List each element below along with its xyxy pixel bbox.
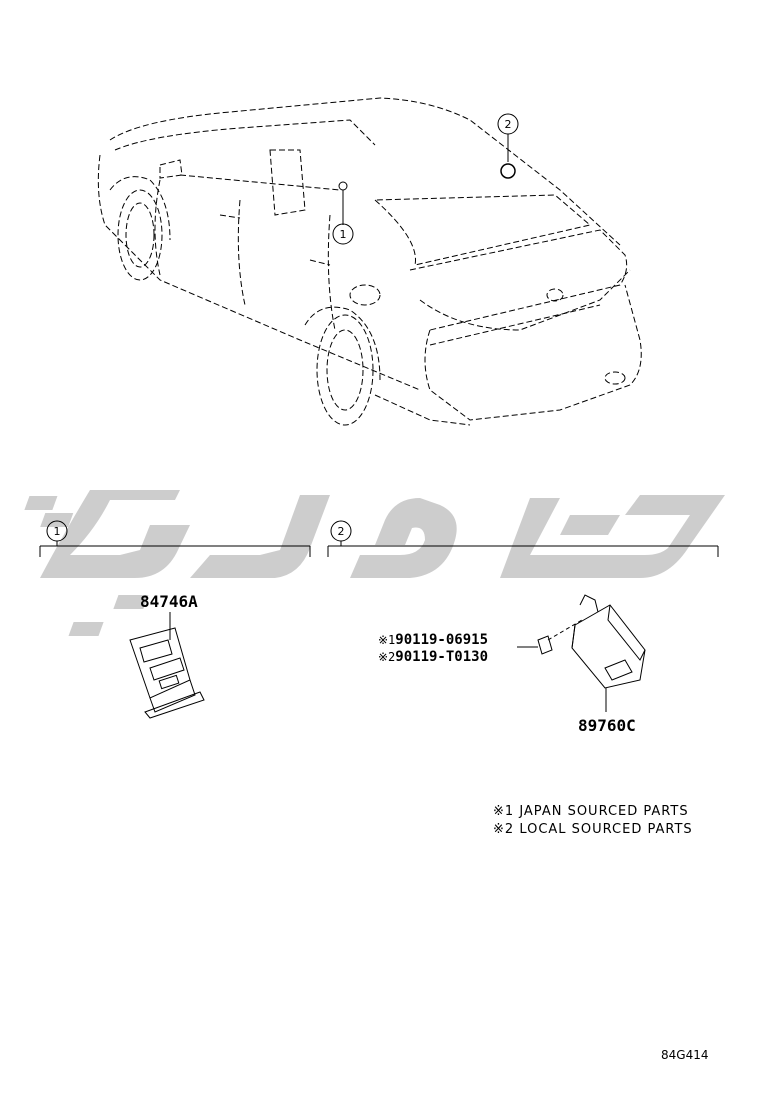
diagram-id: 84G414 (661, 1048, 709, 1062)
bolt-japan-row: ※190119-06915 (378, 632, 488, 648)
group-bracket-2 (327, 520, 719, 557)
bolt-part (517, 619, 583, 655)
callout-number-2-car: 2 (505, 118, 512, 131)
note-local: ※2 LOCAL SOURCED PARTS (493, 822, 693, 837)
callout-number-1-group: 1 (54, 525, 61, 538)
note-japan: ※1 JAPAN SOURCED PARTS (493, 804, 689, 819)
part-number-89760c: 89760C (578, 716, 636, 735)
module-part-89760c (571, 594, 646, 712)
note-local-text: LOCAL SOURCED PARTS (519, 822, 693, 837)
part-number-84746a: 84746A (140, 592, 198, 611)
note-local-mark: ※2 (493, 822, 515, 837)
switch-part-84746a (129, 612, 205, 719)
bolt-japan-mark: ※1 (378, 633, 396, 647)
callout-1-car (332, 181, 354, 245)
note-japan-mark: ※1 (493, 804, 515, 819)
callout-number-2-group: 2 (338, 525, 345, 538)
note-japan-text: JAPAN SOURCED PARTS (519, 804, 689, 819)
bolt-local-number: 90119-T0130 (395, 649, 488, 665)
callout-number-1-car: 1 (340, 228, 347, 241)
bolt-japan-number: 90119-06915 (395, 632, 488, 648)
group-bracket-1 (39, 520, 311, 557)
bolt-local-row: ※290119-T0130 (378, 649, 488, 665)
bolt-local-mark: ※2 (378, 650, 396, 664)
callout-2-car (497, 113, 519, 179)
car-illustration (97, 97, 642, 426)
